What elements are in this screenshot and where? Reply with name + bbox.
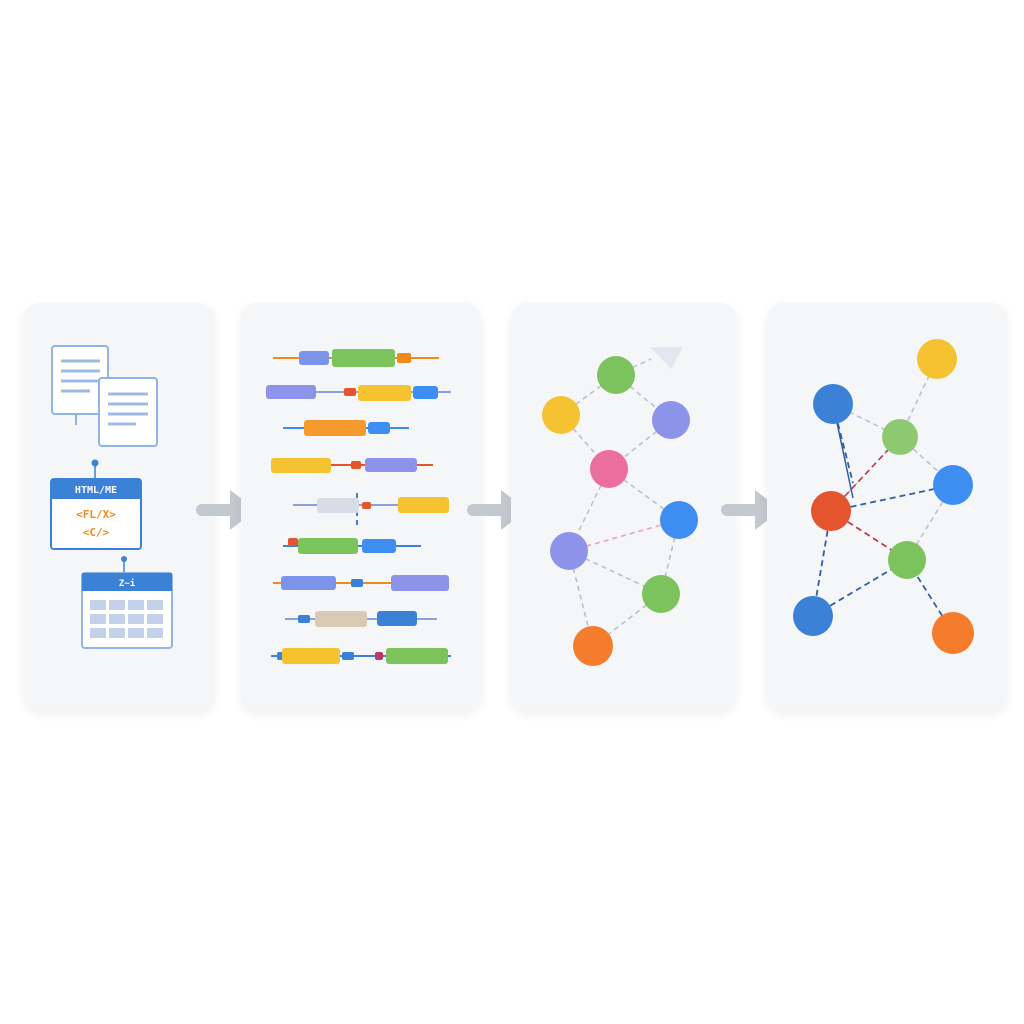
- source-panel: HTML/ME <FL/X> <C/> Z~i: [24, 303, 214, 711]
- network-panel: [767, 303, 1007, 711]
- code-line-2: <C/>: [83, 526, 110, 539]
- token-row: [271, 648, 451, 664]
- token-row: [271, 458, 433, 473]
- graph-panel: [511, 303, 736, 711]
- token-row: [293, 493, 449, 528]
- token-row: [283, 538, 421, 554]
- code-line-1: <FL/X>: [76, 508, 116, 521]
- token-row: [273, 349, 439, 367]
- token-row: [266, 385, 451, 401]
- document-icon: [98, 377, 158, 447]
- token-row: [283, 420, 409, 436]
- token-row: [273, 575, 449, 591]
- table-window-title: Z~i: [119, 578, 136, 589]
- token-panel: [241, 303, 481, 711]
- table-window-icon: Z~i: [81, 572, 173, 649]
- code-window-icon: HTML/ME <FL/X> <C/>: [50, 478, 142, 550]
- html-window-title: HTML/ME: [75, 485, 117, 496]
- token-row: [285, 611, 437, 627]
